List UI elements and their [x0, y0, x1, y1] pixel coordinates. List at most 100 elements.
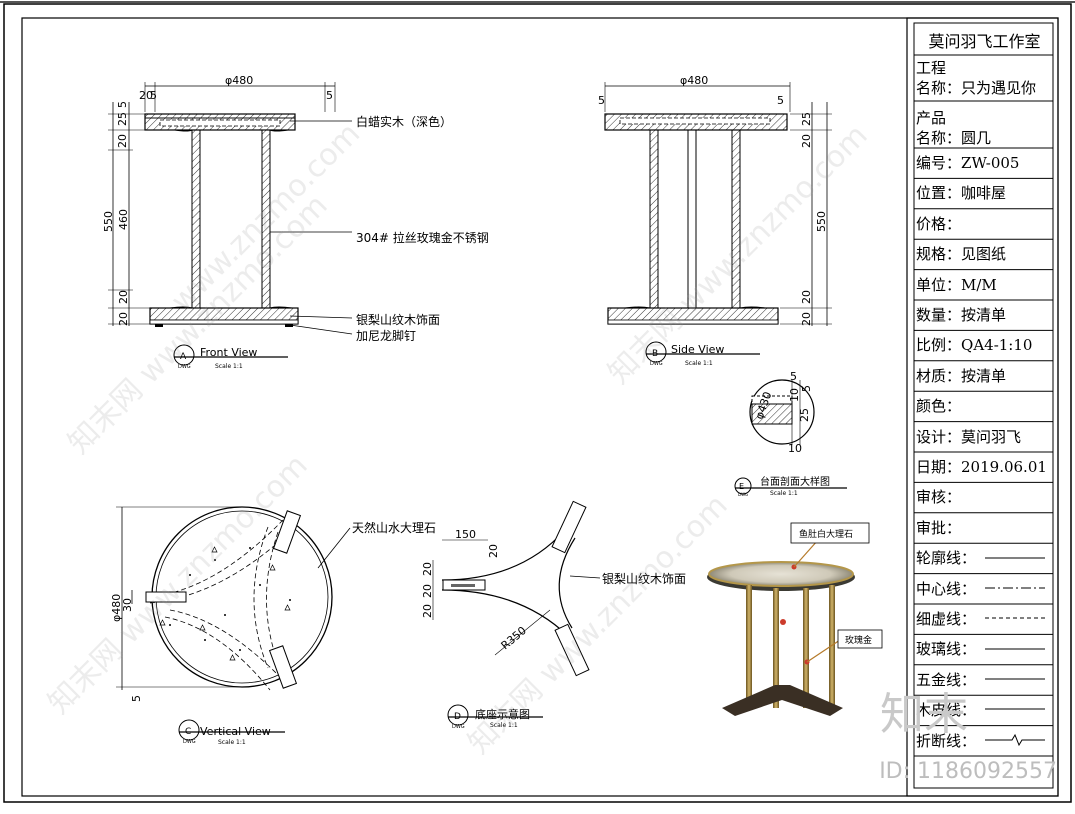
title-block-label: 工程: [916, 59, 947, 77]
dimension-text: φ480 20 5 5 5 25 20 550 460 20 20 φ480 5…: [102, 74, 828, 702]
title-block-label: 产品: [916, 109, 947, 127]
side-sub: DWG: [650, 361, 663, 367]
dim-bottom-20a: 20: [117, 290, 130, 304]
vertical-sub: DWG: [183, 739, 196, 745]
dim-side-5b: 5: [777, 94, 784, 107]
title-block-label: 材质：: [916, 366, 962, 385]
dim-det-10b: 10: [788, 442, 802, 455]
base-view: [432, 500, 601, 726]
title-block-row: 编号：ZW-005: [916, 156, 1053, 171]
title-block-value: ZW-005: [961, 154, 1020, 172]
dim-vert-dia: φ480: [110, 594, 123, 622]
detail-view: [734, 379, 847, 495]
material-labels: 白蜡实木（深色） 304# 拉丝玫瑰金不锈钢 银梨山纹木饰面 加尼龙脚钉 天然山…: [352, 114, 872, 646]
title-block-row: 折断线：: [916, 731, 1053, 750]
title-block-row: 材质：按清单: [916, 366, 1053, 385]
title-block-row: 位置：咖啡屋: [916, 186, 1053, 201]
title-block-value: 咖啡屋: [961, 184, 1007, 203]
vertical-scale: Scale 1:1: [218, 739, 246, 746]
dim-left-25: 25: [116, 112, 129, 126]
title-block-row: 产品: [916, 111, 1053, 126]
title-block-label: 审批：: [916, 518, 962, 537]
dim-460: 460: [117, 209, 130, 230]
title-block-label: 编号：: [916, 154, 962, 172]
base-sub: DWG: [452, 724, 465, 730]
detail-sub: DWG: [738, 492, 748, 497]
label-photo-gold: 玫瑰金: [845, 634, 872, 646]
front-view: [108, 82, 353, 366]
dim-side-25: 25: [800, 112, 813, 126]
front-sub: DWG: [178, 364, 191, 370]
label-marble: 天然山水大理石: [352, 520, 436, 535]
dim-front-5: 5: [150, 89, 157, 102]
dim-side-5: 5: [598, 94, 605, 107]
title-block-row: 单位：M/M: [916, 275, 1053, 294]
image-id: ID: 1186092557: [879, 759, 1057, 784]
title-block-label: 价格：: [916, 214, 962, 233]
dim-base-20c: 20: [421, 562, 434, 576]
dim-base-20: 20: [487, 544, 500, 558]
dim-det-25: 25: [798, 408, 811, 422]
title-block-label: 名称：: [916, 129, 962, 147]
dim-base-r: R350: [499, 624, 529, 652]
side-title: Side View: [671, 343, 724, 356]
dim-det-10: 10: [788, 388, 801, 402]
label-base-wood: 银梨山纹木饰面: [356, 313, 440, 327]
title-block-row: 设计：莫问羽飞: [916, 429, 1053, 445]
dim-det-5: 5: [790, 370, 797, 383]
label-photo-marble: 鱼肚白大理石: [799, 528, 853, 540]
dim-side-20: 20: [800, 134, 813, 148]
dim-side-550: 550: [815, 211, 828, 232]
title-block-row: 审核：: [916, 490, 1053, 505]
brand-logo: 知末: [880, 689, 968, 740]
title-block-label: 颜色：: [916, 397, 962, 416]
title-block-label: 轮廓线：: [916, 549, 977, 568]
vertical-letter: C: [185, 727, 191, 737]
title-block-label: 日期：: [916, 458, 962, 476]
dim-vert-5: 5: [130, 695, 143, 702]
label-nail: 加尼龙脚钉: [356, 328, 416, 343]
dim-side-width: φ480: [680, 74, 708, 87]
title-block-row: 轮廓线：: [916, 551, 1053, 566]
vertical-title: Vertical View: [200, 725, 271, 738]
title-block-row: 审批：: [916, 518, 1053, 537]
title-block-value: 见图纸: [961, 245, 1007, 264]
title-block-label: 折断线：: [916, 731, 977, 750]
line-legend: [985, 557, 1045, 747]
dim-det-5b: 5: [800, 385, 813, 392]
title-block-value: 按清单: [961, 306, 1007, 324]
dim-top-width: φ480: [225, 74, 253, 87]
title-block-value: 圆几: [961, 129, 992, 147]
front-letter: A: [180, 352, 187, 362]
dim-base-20a: 20: [421, 604, 434, 618]
title-block-row: 木皮线：: [916, 703, 1053, 718]
title-block-label: 五金线：: [916, 670, 977, 689]
title-block-label: 审核：: [916, 488, 962, 507]
title-block-value: 按清单: [961, 366, 1007, 385]
base-letter: D: [454, 712, 461, 722]
title-block-row: 工程: [916, 61, 1053, 76]
title-block-value: 只为遇见你: [961, 79, 1037, 97]
base-title: 底座示意图: [475, 707, 530, 721]
title-block-row: 五金线：: [916, 670, 1053, 689]
title-block-label: 木皮线：: [916, 701, 977, 720]
dim-550: 550: [102, 211, 115, 232]
title-block-value: M/M: [961, 275, 997, 294]
title-block-label: 比例：: [916, 336, 962, 355]
title-block-label: 单位：: [916, 275, 962, 294]
title-block-row: 名称：圆几: [916, 131, 1053, 146]
label-wood-top: 白蜡实木（深色）: [356, 114, 452, 129]
product-photo: [707, 522, 883, 716]
title-block-row: 比例：QA4-1:10: [916, 338, 1053, 353]
title-block-value: QA4-1:10: [961, 336, 1033, 355]
title-block-value: 2019.06.01: [961, 458, 1047, 476]
title-block-row: 颜色：: [916, 399, 1053, 414]
outer-frame: [3, 3, 1072, 803]
front-scale: Scale 1:1: [215, 363, 243, 370]
vertical-view: [116, 506, 351, 741]
title-block-row: 中心线：: [916, 581, 1053, 597]
label-base-wood2: 银梨山纹木饰面: [602, 572, 686, 586]
dim-side-20b: 20: [800, 312, 813, 326]
front-title: Front View: [200, 346, 257, 359]
